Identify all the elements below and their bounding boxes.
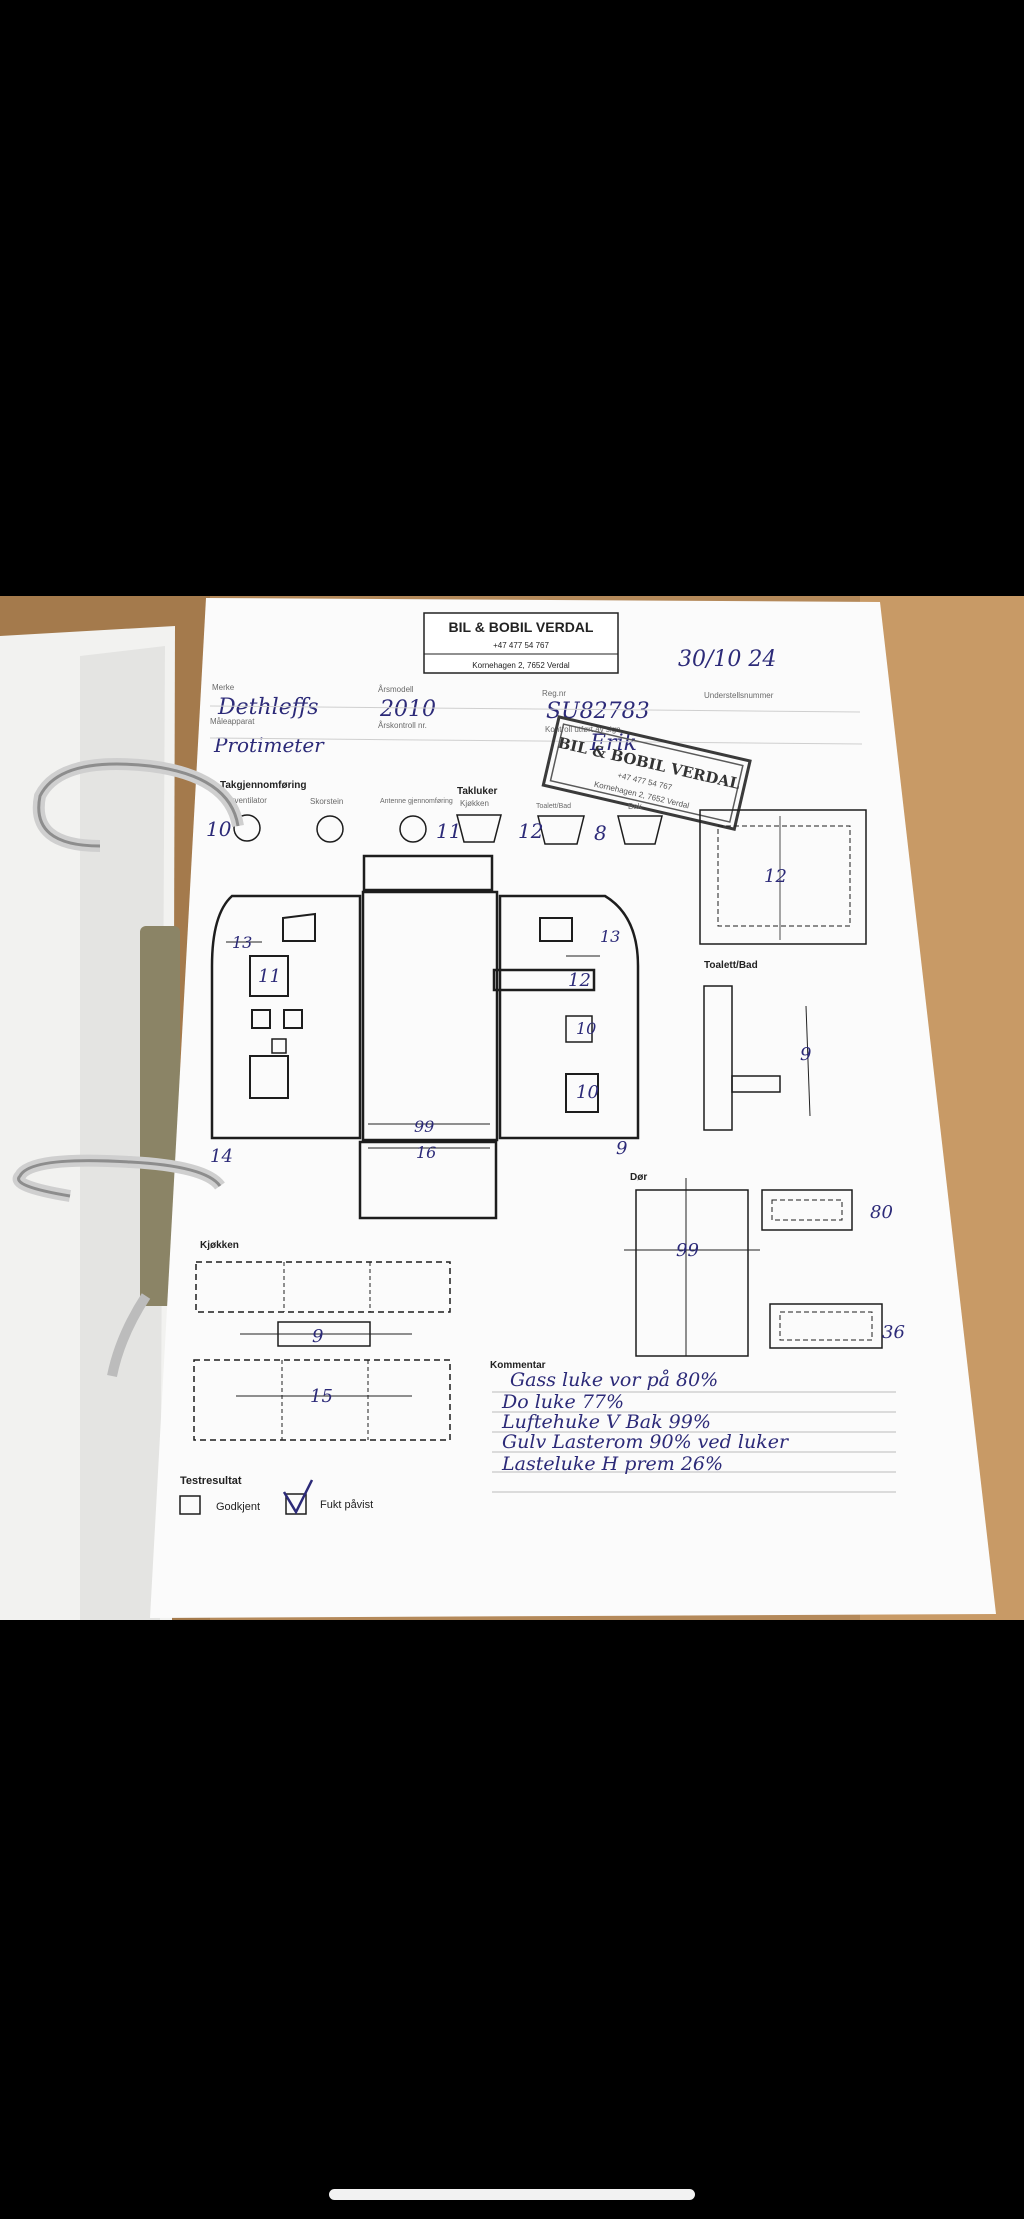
door-diagram xyxy=(635,1189,749,1357)
takgjennomforing-title: Takgjennomføring xyxy=(220,780,306,791)
company-phone: +47 477 54 767 xyxy=(493,641,549,650)
window-diagram xyxy=(699,809,867,945)
kommentar-line-2: Do luke 77% xyxy=(501,1391,624,1413)
kjokken-lower-value: 15 xyxy=(310,1386,333,1407)
takluke-kjokken-value: 12 xyxy=(518,819,543,843)
arskontroll-label: Årskontroll nr. xyxy=(378,721,427,730)
toalett-value: 9 xyxy=(800,1044,811,1065)
rear-center-value: 16 xyxy=(416,1143,436,1162)
takluke-toalett-label: Toalett/Bad xyxy=(536,803,571,810)
bed-left-value: 11 xyxy=(258,966,281,987)
binder-spine xyxy=(140,926,180,1306)
testresultat-title: Testresultat xyxy=(180,1475,242,1487)
kommentar-line-1: Gass luke vor på 80% xyxy=(510,1369,718,1391)
rear-left-value: 14 xyxy=(210,1146,233,1167)
binder-ring-bottom-shadow xyxy=(17,1159,222,1198)
takluker-title: Takluker xyxy=(457,786,497,797)
fukt-check-mark-icon xyxy=(282,1479,314,1515)
skorstein-label: Skorstein xyxy=(310,797,343,806)
kommentar-line-4: Gulv Lasterom 90% ved luker xyxy=(502,1431,790,1453)
form-page xyxy=(150,598,996,1618)
regnr-label: Reg.nr xyxy=(542,689,566,698)
dor-title: Dør xyxy=(630,1172,647,1183)
window-value: 12 xyxy=(764,866,787,887)
merke-value: Dethleffs xyxy=(217,695,319,720)
front-left-value: 13 xyxy=(232,933,252,952)
antenne-label: Antenne gjennomføring xyxy=(380,798,453,805)
right-middle-value: 10 xyxy=(576,1019,596,1038)
kjokken-middle-value: 9 xyxy=(312,1326,323,1347)
maleapparat-value: Protimeter xyxy=(213,733,325,757)
takluke-bak-label: Bak xyxy=(628,802,643,811)
home-indicator[interactable] xyxy=(329,2189,695,2200)
arsmodell-label: Årsmodell xyxy=(378,685,414,694)
kjokken-title: Kjøkken xyxy=(200,1240,239,1251)
right-upper-value: 12 xyxy=(568,970,591,991)
kjokken-lower-cabinet xyxy=(193,1359,451,1441)
arsmodell-value: 2010 xyxy=(379,697,436,722)
godkjent-label: Godkjent xyxy=(216,1501,260,1513)
takluke-kjokken-label: Kjøkken xyxy=(460,799,489,808)
right-lower-value: 10 xyxy=(576,1082,599,1103)
fukt-label: Fukt påvist xyxy=(320,1499,373,1511)
document-photo: BIL & BOBIL VERDAL +47 477 54 767 Korneh… xyxy=(0,596,1024,1620)
dor-side-upper-value: 80 xyxy=(870,1202,893,1223)
binder-lever xyxy=(107,1293,151,1378)
kjokken-upper-cabinet xyxy=(195,1261,451,1313)
merke-label: Merke xyxy=(212,683,235,692)
kommentar-title: Kommentar xyxy=(490,1360,546,1371)
kommentar-line-3: Luftehuke V Bak 99% xyxy=(501,1411,711,1433)
binder-ring-top-shadow xyxy=(37,762,240,848)
takventilator-label: Takventilator xyxy=(222,796,267,805)
rear-right-value: 9 xyxy=(616,1138,627,1159)
toalett-title: Toalett/Bad xyxy=(704,960,758,971)
toalett-diagram xyxy=(703,985,733,1131)
dor-side-lower-value: 36 xyxy=(882,1322,905,1343)
center-value: 99 xyxy=(414,1117,434,1136)
antenne-value: 11 xyxy=(436,819,461,843)
understell-label: Understellsnummer xyxy=(704,691,774,700)
maleapparat-label: Måleapparat xyxy=(210,717,255,726)
front-right-value: 13 xyxy=(600,927,620,946)
vehicle-floorplan xyxy=(210,854,640,1220)
godkjent-checkbox[interactable] xyxy=(179,1495,201,1515)
regnr-value: SU82783 xyxy=(546,699,650,724)
takventilator-value: 10 xyxy=(206,817,232,841)
company-address: Kornehagen 2, 7652 Verdal xyxy=(472,661,570,670)
company-header-box xyxy=(423,612,619,674)
inspection-form-scene: BIL & BOBIL VERDAL +47 477 54 767 Korneh… xyxy=(0,596,1024,1620)
date-handwritten: 30/10 24 xyxy=(678,647,776,672)
kommentar-line-5: Lasteluke H prem 26% xyxy=(501,1453,723,1475)
left-page-stack xyxy=(80,646,165,1620)
takluke-toalett-value: 8 xyxy=(594,821,607,845)
company-name: BIL & BOBIL VERDAL xyxy=(449,619,594,635)
dor-value: 99 xyxy=(676,1240,699,1261)
